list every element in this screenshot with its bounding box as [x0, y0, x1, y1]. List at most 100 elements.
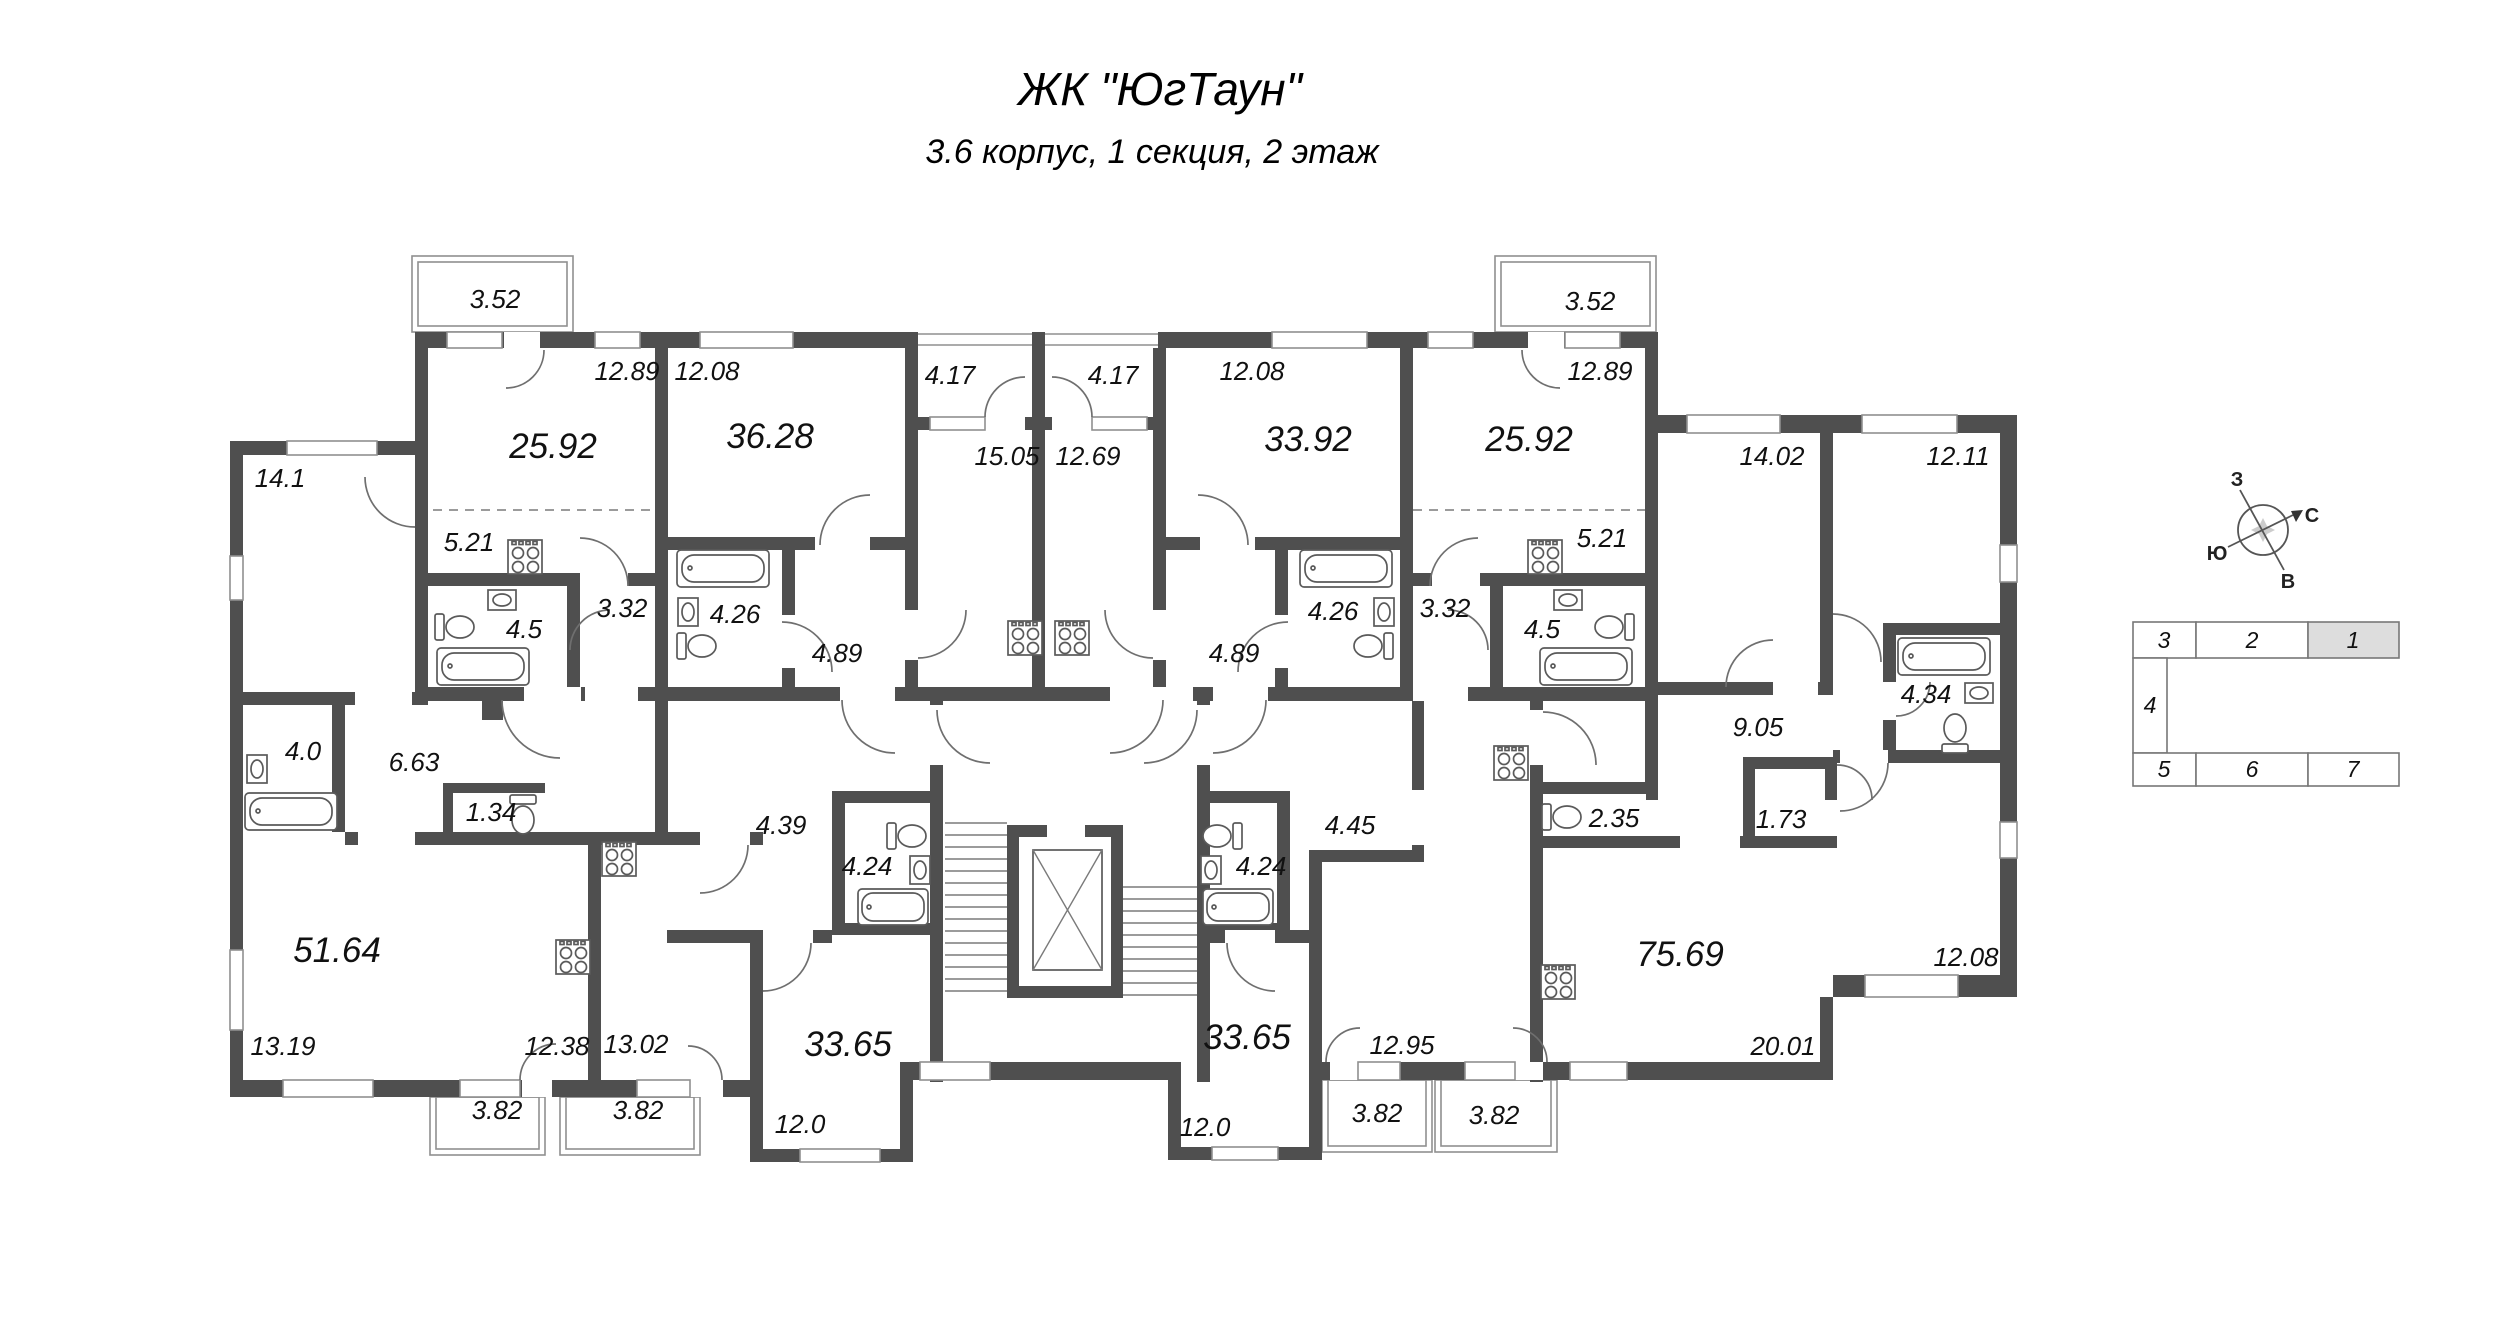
section-number: 7 [2347, 756, 2361, 782]
toilet-icon [1594, 613, 1635, 641]
section-7 [2307, 752, 2400, 787]
bathtub-icon [857, 888, 929, 926]
room-area-label: 4.5 [506, 614, 543, 644]
toilet-icon [886, 822, 927, 850]
room-area-label: 13.02 [603, 1029, 669, 1059]
complex-title: ЖК "ЮгТаун" [1016, 63, 1305, 115]
apartment-total-label: 25.92 [1484, 420, 1573, 459]
loggia-area-label: 3.82 [1352, 1098, 1403, 1128]
bathtub-icon [436, 647, 530, 686]
room-area-label: 12.89 [1567, 356, 1632, 386]
bathtub-icon [244, 792, 338, 831]
toilet-icon [1202, 822, 1243, 850]
room-area-label: 12.0 [1180, 1112, 1231, 1142]
room-area-label: 3.32 [1420, 593, 1471, 623]
bathtub-icon [1897, 637, 1991, 676]
sink-icon [1373, 597, 1395, 627]
compass-south-label: Ю [2207, 543, 2228, 565]
compass-east-label: В [2281, 571, 2295, 593]
stove-icon [555, 939, 591, 975]
loggia-area-label: 3.82 [1469, 1100, 1520, 1130]
section-1-active [2307, 621, 2400, 659]
loggia-area-label: 3.82 [613, 1095, 664, 1125]
room-area-label: 6.63 [389, 747, 440, 777]
stove-icon [1540, 964, 1576, 1000]
room-area-label: 4.5 [1524, 614, 1561, 644]
room-area-label: 12.08 [674, 356, 740, 386]
bathtub-icon [1539, 647, 1633, 686]
section-number: 1 [2347, 627, 2360, 653]
bathtub-icon [676, 549, 770, 588]
balcony-area-label: 3.52 [470, 284, 521, 314]
stove-icon [1493, 745, 1529, 781]
room-area-label: 5.21 [1577, 523, 1628, 553]
toilet-icon [1353, 632, 1394, 660]
room-area-label: 4.45 [1325, 810, 1376, 840]
section-locator: 3 2 1 4 5 6 7 [2132, 621, 2400, 787]
door-openings [355, 332, 1896, 1097]
bathtub-icon [1202, 888, 1274, 926]
room-area-label: 12.89 [594, 356, 659, 386]
section-number: 3 [2158, 627, 2171, 653]
section-number: 2 [2245, 627, 2259, 653]
section-number: 5 [2158, 756, 2171, 782]
room-area-label: 5.21 [444, 527, 495, 557]
section-number: 6 [2246, 756, 2259, 782]
room-area-label: 2.35 [1588, 803, 1640, 833]
stove-icon [601, 841, 637, 877]
title: ЖК "ЮгТаун" 3.6 корпус, 1 секция, 2 этаж [925, 63, 1380, 171]
room-area-label: 14.1 [255, 463, 306, 493]
room-area-label: 12.11 [1926, 441, 1989, 471]
apartment-total-label: 33.65 [1203, 1018, 1291, 1057]
stove-icon [507, 539, 543, 575]
room-area-label: 3.32 [597, 593, 648, 623]
loggia-area-label: 4.17 [1088, 360, 1140, 390]
room-area-label: 15.05 [974, 441, 1040, 471]
stove-icon [1054, 620, 1090, 656]
doors [364, 349, 1931, 1081]
section-4 [2132, 657, 2168, 754]
sink-icon [1200, 855, 1222, 885]
sink-icon [909, 855, 931, 885]
section-2 [2195, 621, 2309, 659]
compass-north-label: С [2305, 505, 2319, 527]
sink-icon [1553, 589, 1583, 611]
room-area-label: 4.26 [1308, 596, 1359, 626]
room-area-label: 4.24 [842, 851, 893, 881]
room-area-label: 4.34 [1901, 679, 1952, 709]
area-labels: 3.52 3.52 12.89 25.92 5.21 4.5 3.32 12.0… [250, 284, 1999, 1142]
room-area-label: 12.08 [1219, 356, 1285, 386]
sink-icon [246, 754, 268, 784]
windows [229, 331, 2018, 1163]
section-6 [2195, 752, 2309, 787]
loggia-area-label: 4.17 [925, 360, 977, 390]
apartment-total-label: 33.65 [804, 1025, 892, 1064]
room-area-label: 1.73 [1756, 804, 1807, 834]
balcony-area-label: 3.52 [1565, 286, 1616, 316]
room-area-label: 4.26 [710, 599, 761, 629]
section-number: 4 [2144, 692, 2157, 718]
sink-icon [1964, 682, 1994, 704]
room-area-label: 4.89 [812, 638, 863, 668]
apartment-total-label: 51.64 [293, 931, 381, 970]
room-area-label: 9.05 [1733, 712, 1784, 742]
apartment-total-label: 75.69 [1636, 935, 1724, 974]
toilet-icon [676, 632, 717, 660]
toilet-icon [1541, 803, 1582, 831]
room-area-label: 4.89 [1209, 638, 1260, 668]
room-area-label: 12.0 [775, 1109, 826, 1139]
bathtub-icon [1299, 549, 1393, 588]
room-area-label: 13.19 [250, 1031, 315, 1061]
building-subtitle: 3.6 корпус, 1 секция, 2 этаж [925, 133, 1380, 171]
room-area-label: 14.02 [1739, 441, 1805, 471]
room-area-label: 4.24 [1236, 851, 1287, 881]
stove-icon [1527, 539, 1563, 575]
compass-icon: З С Ю В [2207, 469, 2320, 593]
loggia-area-label: 3.82 [472, 1095, 523, 1125]
toilet-icon [1941, 713, 1969, 754]
elevator-icon [1032, 849, 1103, 971]
room-area-label: 12.08 [1933, 942, 1999, 972]
room-area-label: 12.95 [1369, 1030, 1435, 1060]
room-area-label: 12.69 [1055, 441, 1120, 471]
